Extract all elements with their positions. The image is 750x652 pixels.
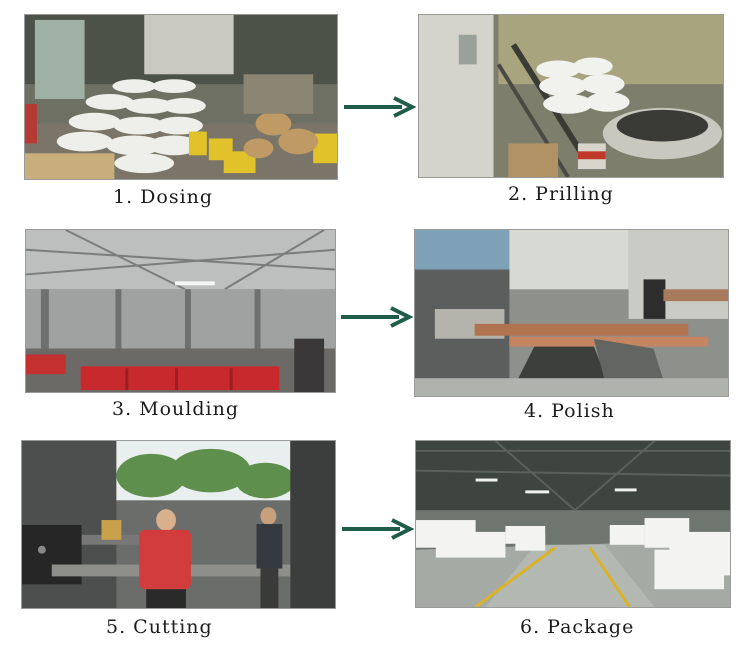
step-label-moulding: 3. Moulding xyxy=(112,398,240,420)
step-label-prilling: 2. Prilling xyxy=(508,183,614,205)
arrow-right-icon xyxy=(342,518,414,540)
moulding-photo xyxy=(25,229,336,393)
cutting-photo xyxy=(21,440,336,609)
arrow-right-icon xyxy=(341,306,413,328)
polish-photo xyxy=(414,229,729,397)
step-label-dosing: 1. Dosing xyxy=(113,186,214,208)
package-photo xyxy=(415,440,731,608)
dosing-photo xyxy=(24,14,338,180)
step-label-polish: 4. Polish xyxy=(524,400,615,422)
prilling-photo xyxy=(418,14,724,178)
step-label-cutting: 5. Cutting xyxy=(106,616,213,638)
step-label-package: 6. Package xyxy=(520,616,635,638)
arrow-right-icon xyxy=(344,96,416,118)
